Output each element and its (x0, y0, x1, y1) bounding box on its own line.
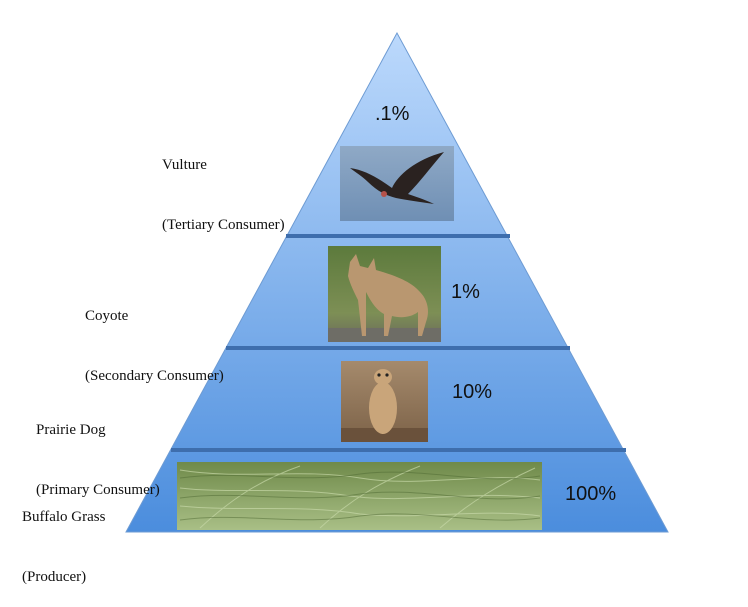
level-label-vulture: Vulture (Tertiary Consumer) (162, 115, 285, 255)
energy-pyramid (125, 31, 669, 533)
percent-prairie-dog: 10% (452, 381, 493, 403)
level-label-prairie-dog: Prairie Dog (Primary Consumer) (36, 380, 160, 520)
level-label-grass: Buffalo Grass (Producer) (22, 467, 105, 607)
level-role: (Tertiary Consumer) (162, 217, 285, 233)
level-name: Vulture (162, 157, 207, 173)
vulture-photo (340, 146, 454, 221)
level-name: Prairie Dog (36, 422, 106, 438)
percent-vulture: .1% (375, 103, 410, 125)
level-name: Coyote (85, 308, 129, 324)
grass-photo (177, 462, 542, 530)
percent-coyote: 1% (451, 281, 480, 303)
level-label-coyote: Coyote (Secondary Consumer) (85, 266, 224, 406)
prairie-dog-photo (341, 361, 428, 442)
level-role: (Producer) (22, 569, 87, 585)
level-role: (Primary Consumer) (36, 482, 160, 498)
coyote-photo (328, 246, 441, 342)
level-name: Buffalo Grass (22, 509, 106, 525)
percent-grass: 100% (565, 483, 617, 505)
level-role: (Secondary Consumer) (85, 368, 224, 384)
